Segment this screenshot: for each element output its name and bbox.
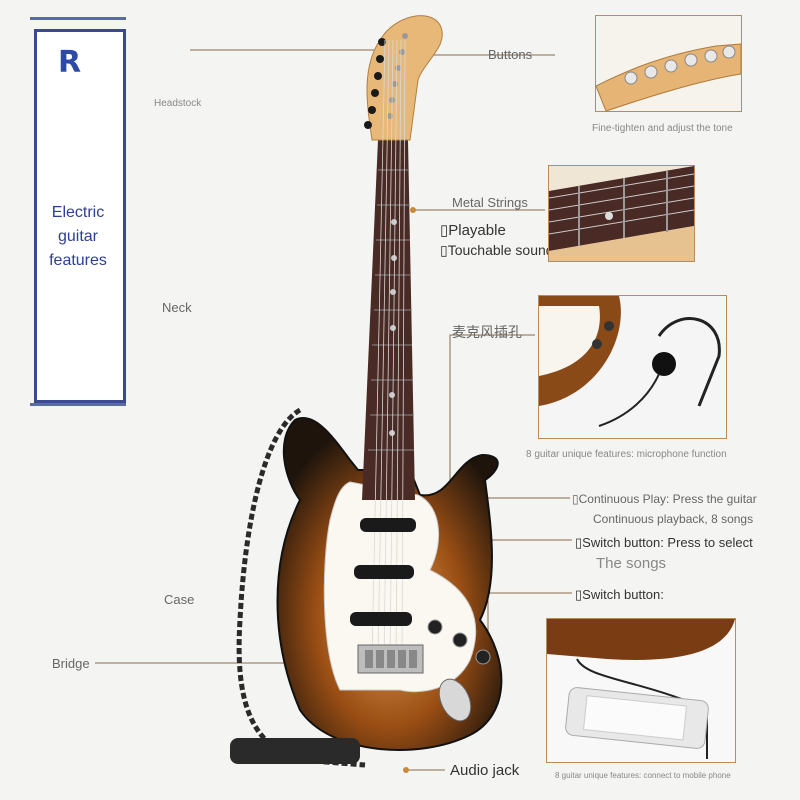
label-neck: Neck bbox=[162, 300, 192, 315]
fretboard bbox=[362, 140, 415, 500]
label-switch-button: ▯Switch button: bbox=[575, 587, 664, 602]
label-audio-jack: Audio jack bbox=[450, 762, 520, 779]
label-headstock: Headstock bbox=[154, 98, 202, 109]
caption-buttons: Fine-tighten and adjust the tone bbox=[592, 123, 733, 134]
label-buttons: Buttons bbox=[488, 47, 533, 62]
tuning-pegs bbox=[364, 38, 386, 129]
pickups bbox=[350, 518, 416, 626]
photo-microphone-detail bbox=[538, 295, 727, 439]
label-switch-select: ▯Switch button: Press to select bbox=[575, 535, 753, 550]
label-continuous-play: ▯Continuous Play: Press the guitar bbox=[572, 492, 757, 506]
label-continuous-play-2: Continuous playback, 8 songs bbox=[593, 512, 754, 526]
control-knobs bbox=[427, 619, 491, 665]
photo-headstock-detail bbox=[595, 15, 742, 112]
label-bridge: Bridge bbox=[52, 656, 90, 671]
label-metal-strings: Metal Strings bbox=[452, 195, 528, 210]
banner-title: Electric guitar features bbox=[49, 204, 107, 269]
label-case: Case bbox=[164, 592, 195, 607]
label-mic-jack: 麦克风插孔 bbox=[452, 324, 522, 340]
label-the-songs: The songs bbox=[596, 555, 667, 572]
banner-bottom-bar bbox=[30, 403, 126, 406]
label-touchable: ▯Touchable sound bbox=[440, 242, 554, 258]
jack-plate bbox=[438, 678, 472, 722]
banner-top-bar bbox=[30, 17, 126, 20]
caption-mic: 8 guitar unique features: microphone fun… bbox=[526, 449, 727, 460]
feature-banner: R Electric guitar features bbox=[30, 17, 126, 407]
brand-logo: R bbox=[58, 45, 82, 80]
photo-strings-detail bbox=[548, 165, 695, 262]
banner-frame bbox=[34, 29, 126, 403]
guitar-strings bbox=[371, 39, 406, 661]
strap-end bbox=[230, 738, 360, 764]
label-playable: ▯Playable bbox=[440, 222, 506, 239]
pickguard bbox=[323, 481, 477, 693]
photo-phone-detail bbox=[546, 618, 736, 763]
caption-phone: 8 guitar unique features: connect to mob… bbox=[555, 771, 731, 780]
